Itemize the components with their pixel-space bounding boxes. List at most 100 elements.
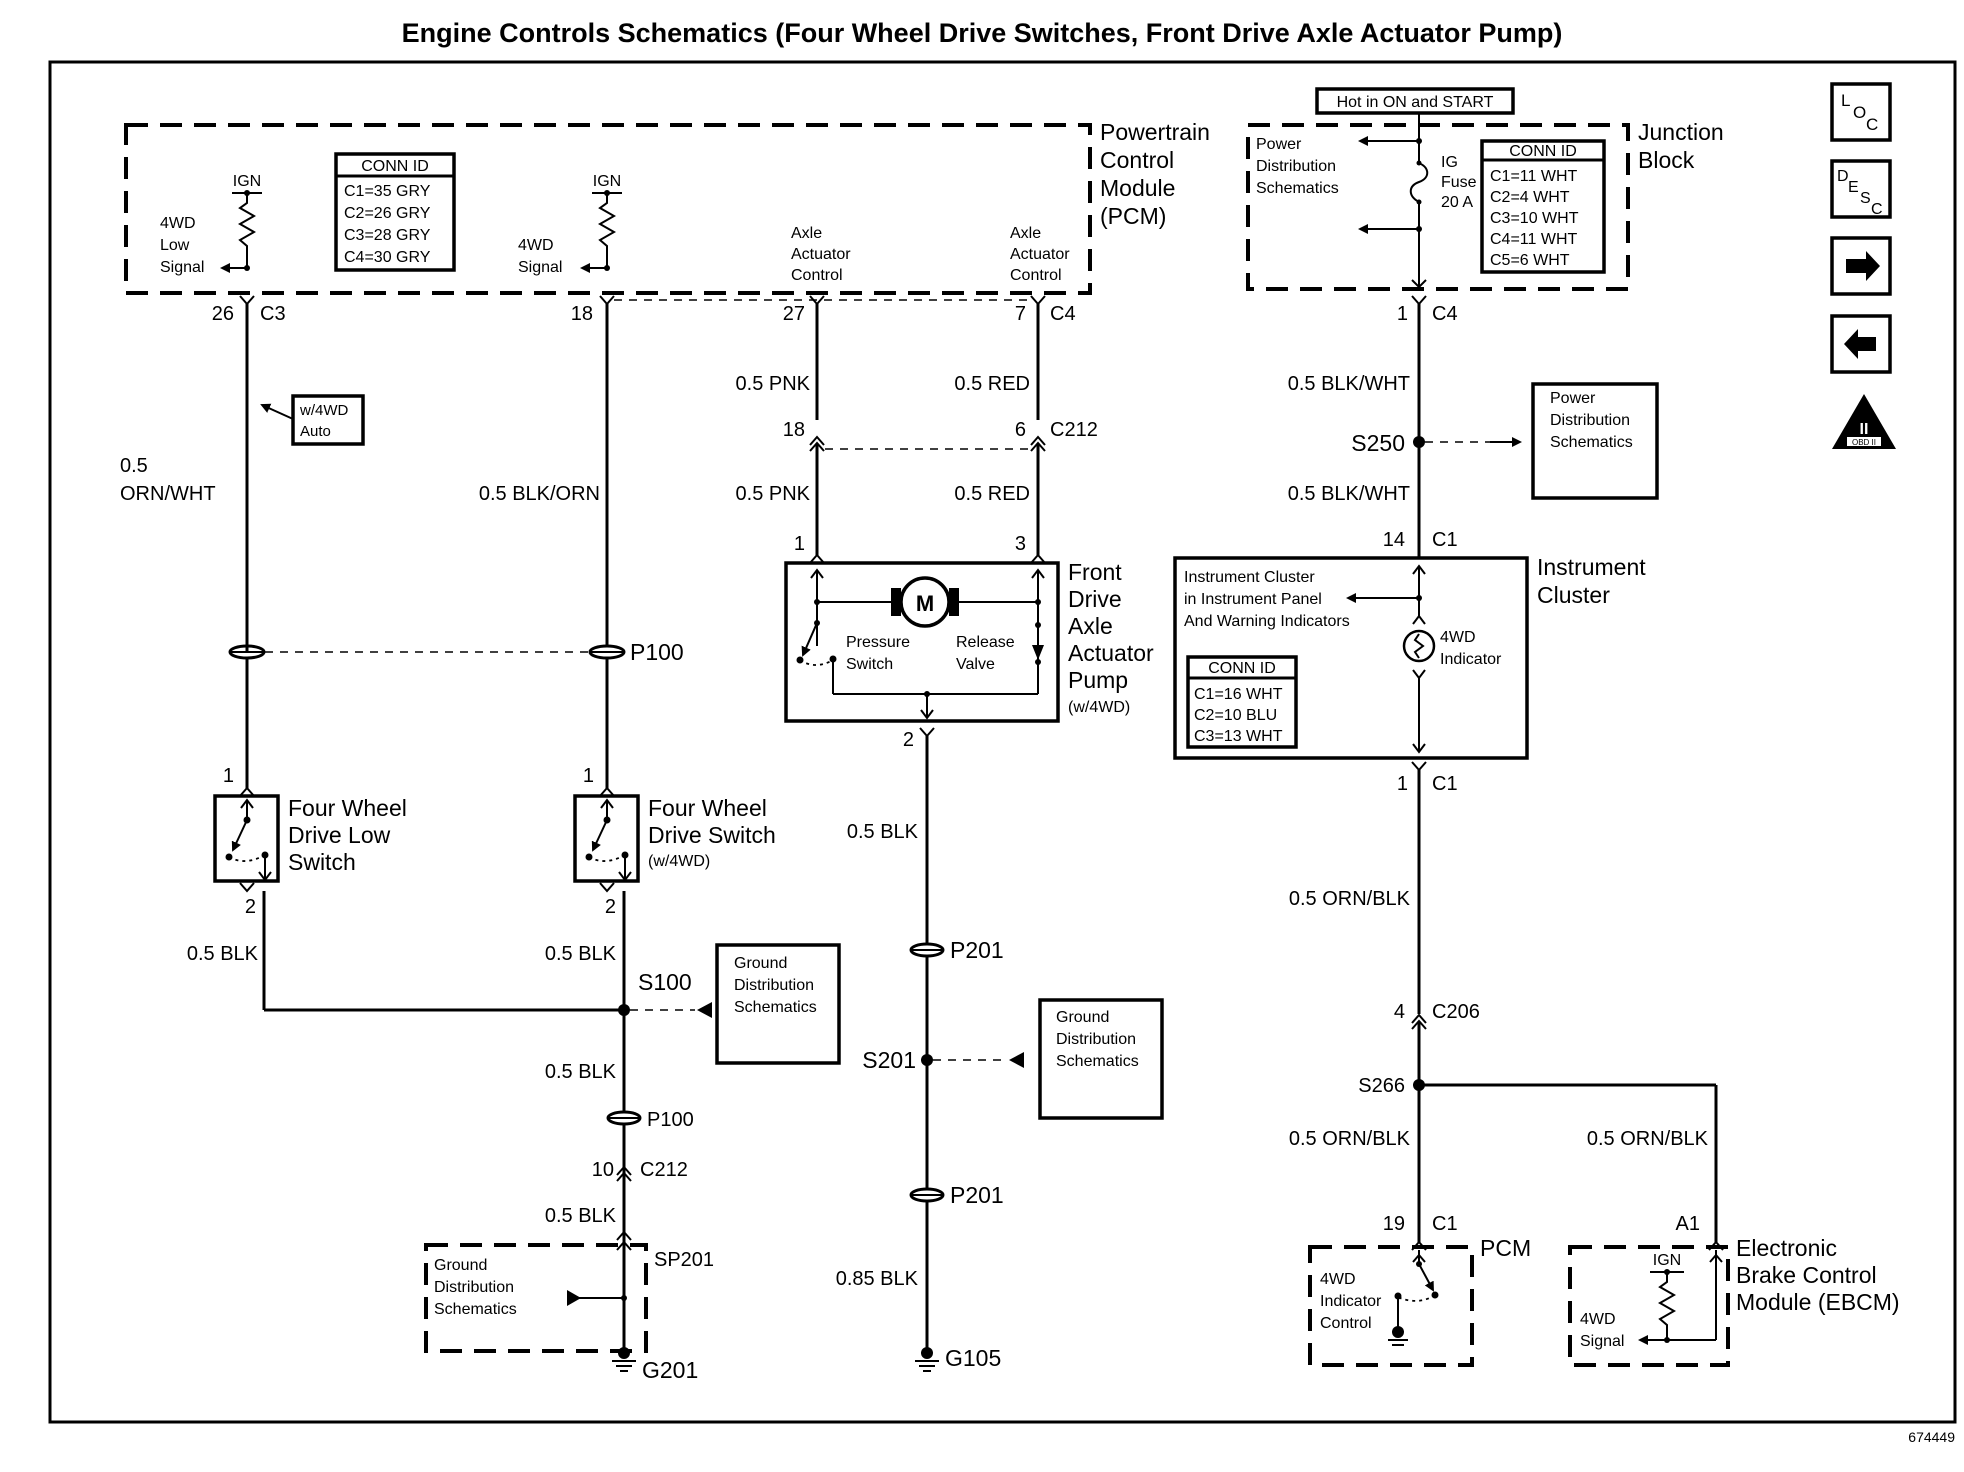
- pcm-name-line: Powertrain: [1100, 119, 1210, 145]
- component-name: Four Wheel: [648, 795, 767, 821]
- component-name: Actuator: [1068, 640, 1154, 666]
- label-line: 4WD: [1440, 629, 1476, 646]
- ref-line: Schematics: [1550, 434, 1633, 451]
- ic-conn-id-table: CONN ID C1=16 WHT C2=10 BLU C3=13 WHT: [1186, 655, 1298, 749]
- ign-label: IGN: [593, 173, 621, 190]
- ref-line: Schematics: [734, 999, 817, 1016]
- pin-number: 2: [245, 896, 256, 918]
- ref-line: Power: [1550, 390, 1596, 407]
- ground-id: G105: [945, 1345, 1001, 1371]
- wire-label: 0.5 ORN/BLK: [1289, 888, 1411, 910]
- label-line: Instrument Cluster: [1184, 569, 1315, 586]
- desc-letter: C: [1871, 201, 1883, 218]
- low-switch-circuit: 26 C3 w/4WD Auto 0.5 ORN/WHT 1 Fo: [120, 295, 624, 1012]
- drive-switch-circuit: 18 0.5 BLK/ORN P100 1 Four Wheel Drive S…: [479, 295, 1030, 1245]
- desc-letter: S: [1860, 190, 1871, 207]
- conn-id-row: C4=30 GRY: [344, 249, 431, 266]
- component-name: Module (EBCM): [1736, 1289, 1900, 1315]
- label-line: Indicator: [1440, 651, 1502, 668]
- wire-label: 0.5 BLK: [545, 1061, 617, 1083]
- pin-number: 18: [783, 419, 805, 441]
- pin-number: 1: [223, 765, 234, 787]
- resistor-icon: [1657, 1272, 1677, 1340]
- splice-id: S201: [862, 1047, 916, 1073]
- label-line: 4WD: [1580, 1311, 1616, 1328]
- wire-label: 0.5 RED: [954, 483, 1030, 505]
- component-name: Front: [1068, 559, 1122, 585]
- wire-label: 0.85 BLK: [836, 1268, 919, 1290]
- arrow-left-icon: [1844, 329, 1876, 359]
- desc-letter: E: [1848, 179, 1859, 196]
- ground-icon: [612, 1347, 636, 1372]
- motor-label: M: [916, 591, 934, 616]
- wire-label: 0.5 BLK/WHT: [1288, 483, 1410, 505]
- pin-number: 26: [212, 303, 234, 325]
- connector-id: C4: [1432, 303, 1458, 325]
- component-name: Drive Switch: [648, 822, 776, 848]
- desc-letter: D: [1837, 168, 1849, 185]
- ground-id: G201: [642, 1357, 698, 1383]
- label-line: Control: [791, 267, 843, 284]
- ref-line: Distribution: [434, 1279, 514, 1296]
- label-line: in Instrument Panel: [1184, 591, 1322, 608]
- ref-line: Ground: [1056, 1009, 1109, 1026]
- component-name: PCM: [1480, 1235, 1531, 1261]
- pin-number: 6: [1015, 419, 1026, 441]
- four-wheel-drive-switch: [573, 794, 640, 883]
- component-name: Electronic: [1736, 1235, 1837, 1261]
- label-line: Switch: [846, 656, 893, 673]
- pin-number: 27: [783, 303, 805, 325]
- inline-connector-id: P201: [950, 1182, 1004, 1208]
- label-line: 4WD: [518, 237, 554, 254]
- conn-id-row: C1=11 WHT: [1490, 168, 1578, 185]
- label-line: Power: [1256, 136, 1302, 153]
- next-page-button[interactable]: [1830, 236, 1892, 296]
- conn-id-row: C2=4 WHT: [1490, 189, 1570, 206]
- wire-label: 0.5 RED: [954, 373, 1030, 395]
- ground-icon: [915, 1347, 939, 1372]
- component-name: Drive Low: [288, 822, 391, 848]
- description-button[interactable]: D E S C: [1830, 159, 1892, 219]
- wire-label: 0.5 PNK: [736, 483, 811, 505]
- obd-bottom: OBD II: [1852, 438, 1876, 447]
- pin-number: 18: [571, 303, 593, 325]
- jb-name-line: Junction: [1638, 119, 1724, 145]
- resistor-icon: [237, 193, 257, 268]
- inline-connector-icon: [588, 644, 626, 660]
- pcm-module: Powertrain Control Module (PCM) IGN 4WD …: [124, 119, 1210, 295]
- loc-letter: L: [1841, 91, 1850, 110]
- wire-label: ORN/WHT: [120, 483, 216, 505]
- label-line: Release: [956, 634, 1015, 651]
- axle-pump-circuit: 27 7 C4 0.5 PNK 0.5 RED 18 6 C212 0.5 PN…: [736, 295, 1164, 1372]
- label-line: Actuator: [791, 246, 851, 263]
- resistor-icon: [597, 193, 617, 268]
- component-name: Drive: [1068, 586, 1122, 612]
- connector-id: C206: [1432, 1001, 1480, 1023]
- pin-number: 14: [1383, 529, 1405, 551]
- obd-ii-icon[interactable]: II OBD II: [1832, 394, 1896, 449]
- connector-id: C1: [1432, 1213, 1458, 1235]
- conn-id-row: C3=10 WHT: [1490, 210, 1579, 227]
- wire-label: 0.5 BLK: [847, 821, 919, 843]
- ref-line: Ground: [734, 955, 787, 972]
- instrument-cluster: Instrument Cluster in Instrument Panel A…: [1173, 556, 1529, 760]
- pin-number: 1: [794, 533, 805, 555]
- connector-id: C212: [1050, 419, 1098, 441]
- location-button[interactable]: L O C: [1830, 82, 1892, 142]
- previous-page-button[interactable]: [1830, 314, 1892, 374]
- conn-id-header: CONN ID: [361, 158, 429, 175]
- pin-number: A1: [1676, 1213, 1700, 1235]
- indicator-lamp-icon: [1402, 629, 1436, 663]
- label-line: Signal: [160, 259, 204, 276]
- connector-id: C1: [1432, 529, 1458, 551]
- motor-icon: M: [891, 576, 959, 628]
- pin-number: 2: [903, 729, 914, 751]
- label-line: Distribution: [1256, 158, 1336, 175]
- loc-letter: C: [1866, 115, 1878, 134]
- arrow-right-icon: [1846, 251, 1880, 281]
- splice-id: S266: [1358, 1075, 1405, 1097]
- label-line: Actuator: [1010, 246, 1070, 263]
- inline-connector-id: P201: [950, 937, 1004, 963]
- pin-number: 10: [592, 1159, 614, 1181]
